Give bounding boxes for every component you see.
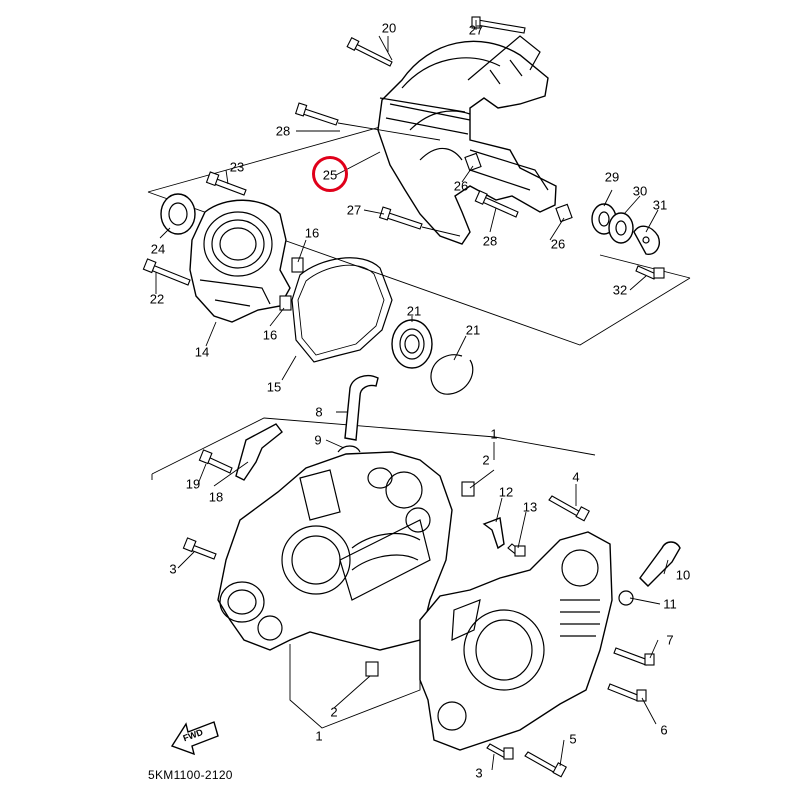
bolt-part-18	[142, 258, 191, 286]
callout-32: 32	[612, 282, 628, 298]
callout-4: 4	[572, 469, 580, 485]
bolt-part-3-bottom	[486, 743, 514, 760]
bolt-part-13	[507, 543, 526, 557]
drawing-code: 5KM1100-2120	[148, 768, 233, 782]
bolt-part-28-top	[294, 102, 441, 141]
callout-26-right: 26	[550, 236, 566, 252]
callout-17: 23	[229, 159, 245, 175]
callout-11: 11	[663, 596, 677, 612]
callout-23: 19	[185, 476, 201, 492]
gasket-part-15	[291, 257, 393, 363]
bolt-part-6	[607, 683, 647, 702]
bolt-part-4	[548, 495, 590, 522]
fwd-arrow-icon: FWD	[170, 721, 219, 756]
callout-29: 29	[604, 169, 620, 185]
callout-8: 8	[315, 404, 323, 420]
hose-part-8	[344, 374, 379, 441]
callout-31: 31	[652, 197, 668, 213]
callout-3-left: 3	[169, 561, 177, 577]
leader-lines	[155, 20, 669, 771]
callout-1-bottom: 1	[315, 728, 323, 744]
middle-group-frame	[151, 417, 596, 480]
oring-part-11	[618, 590, 634, 606]
cover-plate-part-25	[377, 35, 557, 245]
bolt-part-7	[613, 647, 655, 666]
callout-25: 25	[322, 167, 338, 183]
callout-24: 20	[381, 20, 397, 36]
clip-part-9	[337, 445, 361, 453]
callout-6: 6	[660, 722, 668, 738]
bearing-part-19	[391, 319, 433, 369]
callout-22: 18	[208, 489, 224, 505]
callout-19: 21	[406, 303, 422, 319]
circlip-part-21	[430, 354, 474, 395]
upper-group-frame	[147, 121, 691, 346]
callout-14: 14	[194, 344, 210, 360]
callout-16-bottom: 16	[262, 327, 278, 343]
bolt-part-24	[346, 35, 393, 67]
callout-9: 9	[314, 432, 322, 448]
callout-7: 7	[666, 632, 674, 648]
seal-part-30	[608, 212, 634, 244]
bolt-part-28-mid	[474, 190, 519, 218]
callout-3-bottom: 3	[475, 765, 483, 781]
callout-28-top: 28	[275, 123, 291, 139]
callout-21: 21	[465, 322, 481, 338]
highlight-circle	[312, 156, 348, 192]
crankcase-right	[419, 531, 613, 751]
plate-part-31	[633, 225, 660, 255]
callout-30: 30	[632, 183, 648, 199]
callout-16-top: 16	[304, 225, 320, 241]
callout-2-bottom: 2	[330, 704, 338, 720]
callout-15: 15	[266, 379, 282, 395]
dowel-part-26-top	[464, 152, 482, 172]
callout-10: 10	[675, 567, 691, 583]
callout-18: 22	[149, 291, 165, 307]
seal-part-20	[160, 193, 196, 235]
dowel-part-26-right	[555, 203, 573, 223]
callout-1-top: 1	[490, 426, 498, 442]
callout-27-mid: 27	[346, 202, 362, 218]
callout-20: 24	[150, 241, 166, 257]
bracket-part-22	[235, 423, 283, 481]
bolt-part-27-mid	[378, 206, 461, 237]
callout-27-top: 27	[468, 22, 484, 38]
crankcase-left	[217, 451, 453, 651]
callout-2-top: 2	[482, 452, 490, 468]
dowel-part-2-bottom	[365, 661, 379, 677]
cover-part-14	[189, 199, 291, 323]
dowel-part-2-top	[461, 481, 475, 497]
bolt-part-5	[524, 751, 567, 778]
callout-12: 12	[498, 484, 514, 500]
bolt-part-17	[205, 171, 247, 196]
callout-5: 5	[569, 731, 577, 747]
bolt-part-23	[198, 449, 233, 474]
callout-26-top: 26	[453, 178, 469, 194]
bolt-part-3-left	[182, 537, 217, 560]
dowel-part-16-bottom	[279, 295, 292, 311]
callout-13: 13	[522, 499, 538, 515]
bracket-part-12	[482, 517, 505, 550]
bolt-part-32	[635, 265, 665, 280]
dowel-part-16-top	[291, 257, 304, 273]
callout-28-mid: 28	[482, 233, 498, 249]
sensor-part-10	[639, 541, 681, 587]
